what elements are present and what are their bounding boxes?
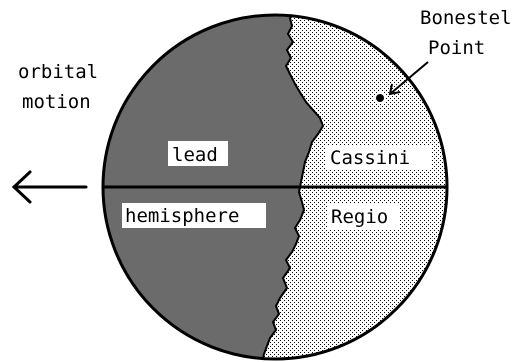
- cassini-label: Cassini: [330, 147, 410, 169]
- bonestel-label-line2: Point: [428, 37, 485, 59]
- lead-label: lead: [172, 144, 218, 166]
- bonestel-point-marker: [375, 93, 385, 103]
- orbital-motion-label-line2: motion: [22, 91, 91, 113]
- bonestel-label-line1: Bonestel: [420, 7, 512, 29]
- leading-hemisphere-dark-region: [0, 0, 323, 362]
- hemisphere-label: hemisphere: [125, 205, 239, 227]
- regio-label: Regio: [331, 206, 388, 228]
- orbital-motion-label-line1: orbital: [18, 61, 98, 83]
- orbital-motion-arrow: [14, 172, 86, 202]
